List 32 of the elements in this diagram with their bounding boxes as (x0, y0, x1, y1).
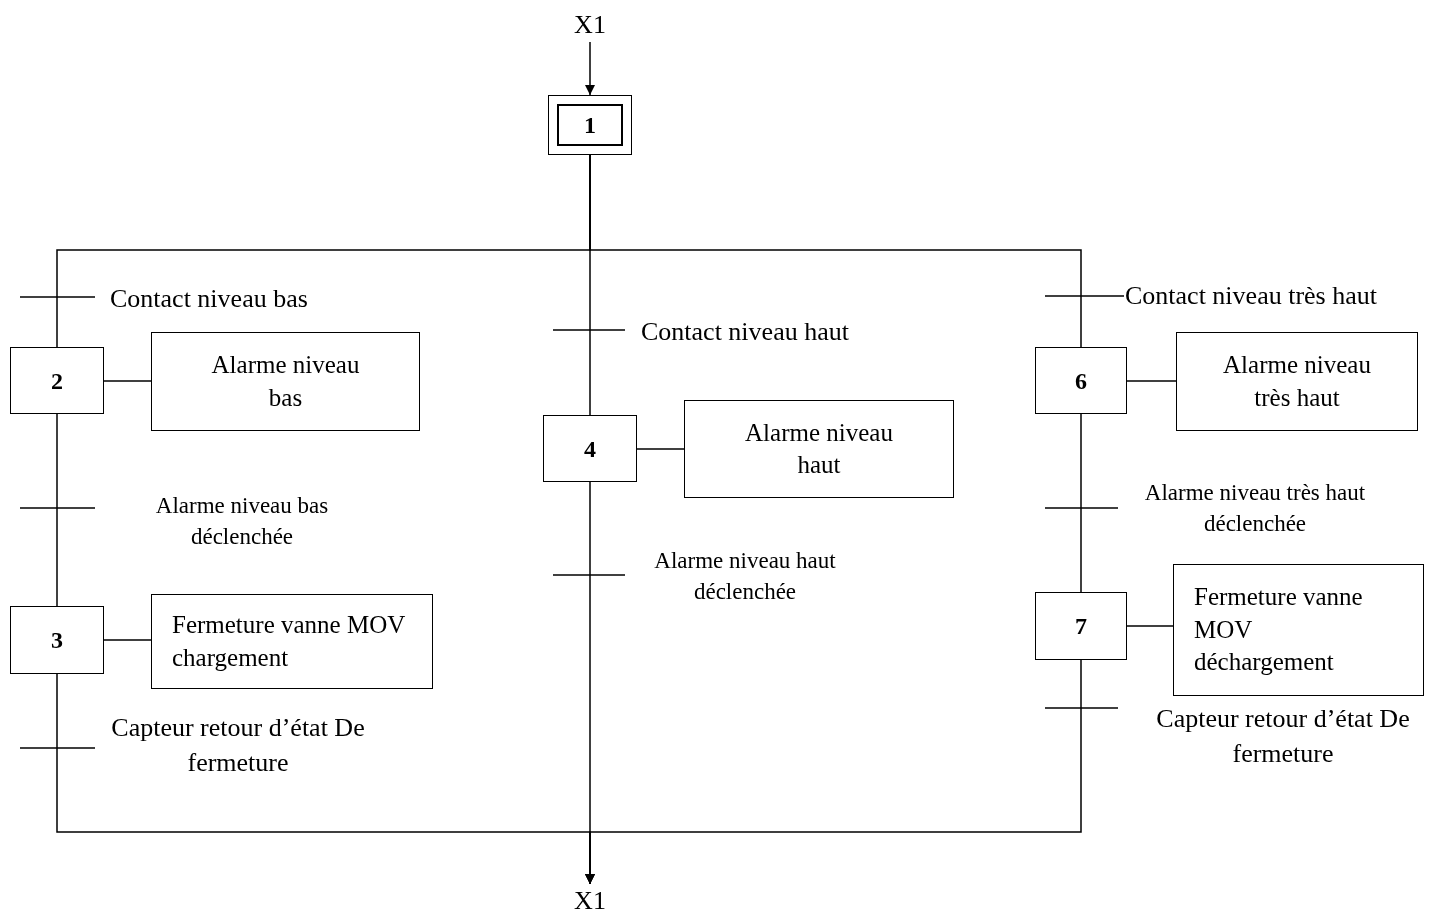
step-box: 2 (10, 347, 104, 414)
transition-label: Contact niveau haut (641, 316, 850, 348)
connector-line (585, 659, 1082, 885)
transition-label: Capteur retour d’état De fermeture (1155, 703, 1411, 771)
initial-step-inner-box: 1 (557, 104, 623, 146)
connector-line (1126, 380, 1177, 382)
step-reference: X1 (557, 884, 623, 918)
transition-label: Capteur retour d’état De fermeture (110, 712, 366, 780)
transition-label: Contact niveau bas (110, 283, 309, 315)
step-box: 6 (1035, 347, 1127, 414)
action-box: Alarme niveau haut (684, 400, 954, 498)
transition-label: Alarme niveau très haut déclenchée (1143, 479, 1367, 539)
step-box: 4 (543, 415, 637, 482)
connector-line (1126, 625, 1174, 627)
connector-line (585, 41, 595, 96)
step-box: 3 (10, 606, 104, 674)
action-box: Fermeture vanne MOV chargement (151, 594, 433, 689)
connector-line (56, 413, 58, 607)
action-box: Alarme niveau très haut (1176, 332, 1418, 431)
initial-step-box (548, 95, 632, 155)
connector-line (103, 380, 152, 382)
step-reference: X1 (557, 8, 623, 42)
step-box: 7 (1035, 592, 1127, 660)
transition-label: Contact niveau très haut (1125, 280, 1378, 312)
connector-line (589, 154, 1082, 348)
connector-line (636, 448, 685, 450)
transition-label: Alarme niveau haut déclenchée (653, 547, 837, 607)
transition-label: Alarme niveau bas déclenchée (154, 492, 330, 552)
action-box: Alarme niveau bas (151, 332, 420, 431)
connector-line (1080, 413, 1082, 593)
connector-line (103, 639, 152, 641)
action-box: Fermeture vanne MOV déchargement (1173, 564, 1424, 696)
